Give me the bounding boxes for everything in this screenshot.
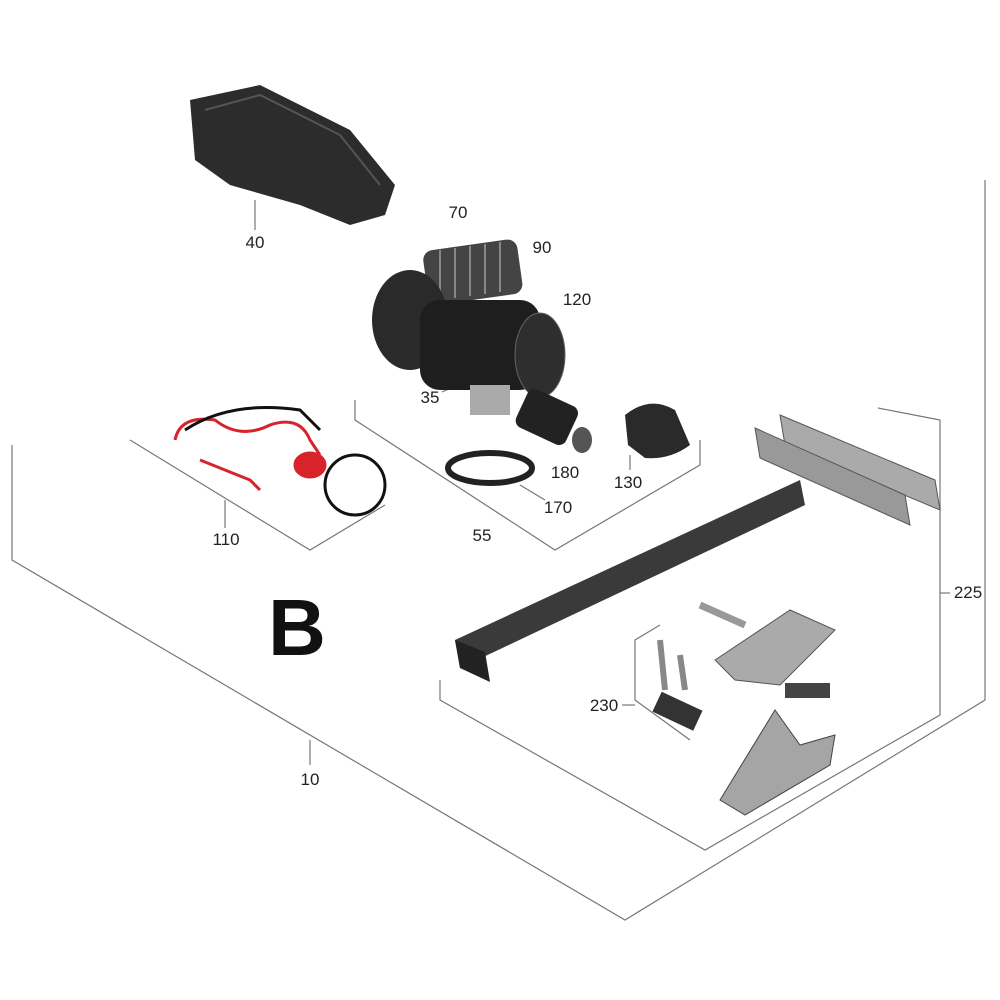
bracket-225 [439,407,941,851]
bracket-10 [11,180,986,921]
callout-40: 40 [245,233,265,252]
callout-130: 130 [613,473,643,492]
hardware-kit-230 [652,601,836,816]
callout-230: 230 [589,696,619,715]
callout-55: 55 [472,526,492,545]
callout-120: 120 [562,290,592,309]
callout-225: 225 [953,583,983,602]
callout-180: 180 [550,463,580,482]
cable-coil-170 [445,450,535,486]
bracket-110 [129,439,386,551]
callout-110: 110 [212,530,240,549]
bracket-55 [354,400,701,551]
wiring-harness-110 [173,406,387,517]
callout-10: 10 [300,770,320,789]
cap-part-130 [625,403,690,459]
motor-assembly [372,239,592,453]
bracket-230 [634,624,691,741]
callout-170: 170 [543,498,573,517]
section-letter: B [268,583,326,672]
cover-part-40 [190,85,395,225]
callout-70: 70 [448,203,468,222]
leader-170 [519,484,546,501]
callout-35: 35 [420,388,440,407]
callout-90: 90 [532,238,552,257]
mounting-arm-225 [455,414,941,682]
bracket-lines [11,180,986,921]
